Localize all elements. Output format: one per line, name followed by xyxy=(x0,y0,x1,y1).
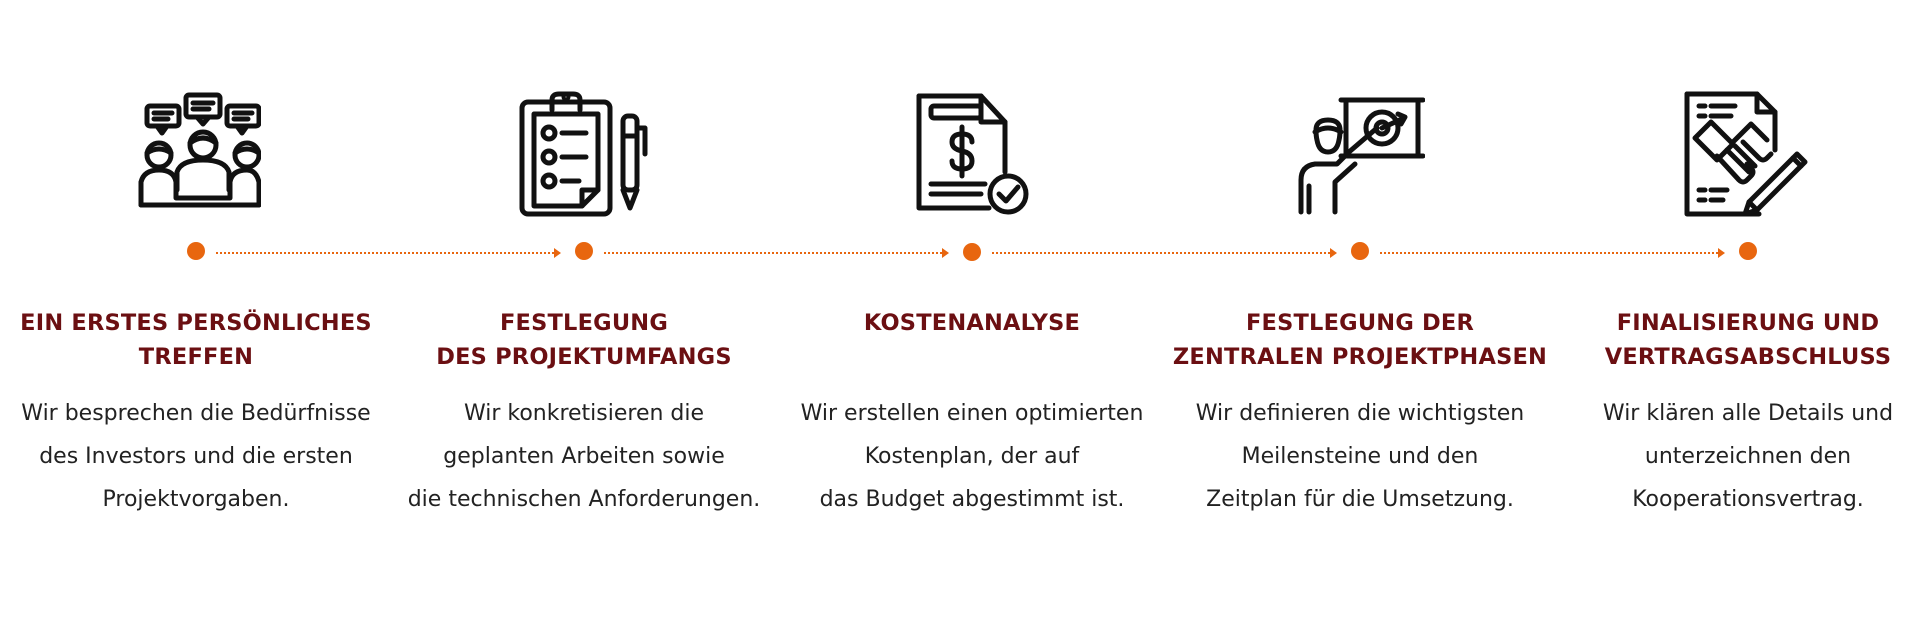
timeline-connector xyxy=(1380,252,1718,254)
clipboard-checklist-icon xyxy=(519,90,649,220)
step-2: FESTLEGUNG DES PROJEKTUMFANGS Wir konkre… xyxy=(384,306,784,521)
step-description: Wir klären alle Details und unterzeichne… xyxy=(1602,401,1894,512)
step-1: EIN ERSTES PERSÖNLICHES TREFFEN Wir besp… xyxy=(0,306,396,521)
meeting-icon xyxy=(131,90,261,220)
step-title: KOSTENANALYSE xyxy=(863,310,1081,336)
arrow-head-icon xyxy=(1330,248,1337,258)
timeline-dot xyxy=(1351,242,1369,260)
timeline-dot xyxy=(187,242,205,260)
timeline-dot xyxy=(963,243,981,261)
timeline-dot xyxy=(575,242,593,260)
step-description: Wir erstellen einen optimierten Kostenpl… xyxy=(800,401,1144,512)
timeline-dot xyxy=(1739,242,1757,260)
step-description: Wir besprechen die Bedürfnisse des Inves… xyxy=(21,401,371,512)
step-description: Wir konkretisieren die geplanten Arbeite… xyxy=(407,401,761,512)
timeline-connector xyxy=(216,252,554,254)
arrow-head-icon xyxy=(554,248,561,258)
step-title: FINALISIERUNG UND VERTRAGSABSCHLUSS xyxy=(1604,310,1892,370)
step-3: KOSTENANALYSE Wir erstellen einen optimi… xyxy=(772,306,1172,521)
step-4: FESTLEGUNG DER ZENTRALEN PROJEKTPHASEN W… xyxy=(1160,306,1560,521)
step-title: FESTLEGUNG DES PROJEKTUMFANGS xyxy=(436,310,732,370)
cost-document-icon xyxy=(907,90,1037,220)
step-title: EIN ERSTES PERSÖNLICHES TREFFEN xyxy=(20,310,372,370)
presentation-target-icon xyxy=(1295,90,1425,220)
step-description: Wir definieren die wichtigsten Meilenste… xyxy=(1195,401,1525,512)
contract-handshake-icon xyxy=(1683,90,1813,220)
step-title: FESTLEGUNG DER ZENTRALEN PROJEKTPHASEN xyxy=(1172,310,1548,370)
timeline-connector xyxy=(604,252,942,254)
timeline-connector xyxy=(992,252,1330,254)
step-5: FINALISIERUNG UND VERTRAGSABSCHLUSS Wir … xyxy=(1548,306,1920,521)
arrow-head-icon xyxy=(1718,248,1725,258)
arrow-head-icon xyxy=(942,248,949,258)
